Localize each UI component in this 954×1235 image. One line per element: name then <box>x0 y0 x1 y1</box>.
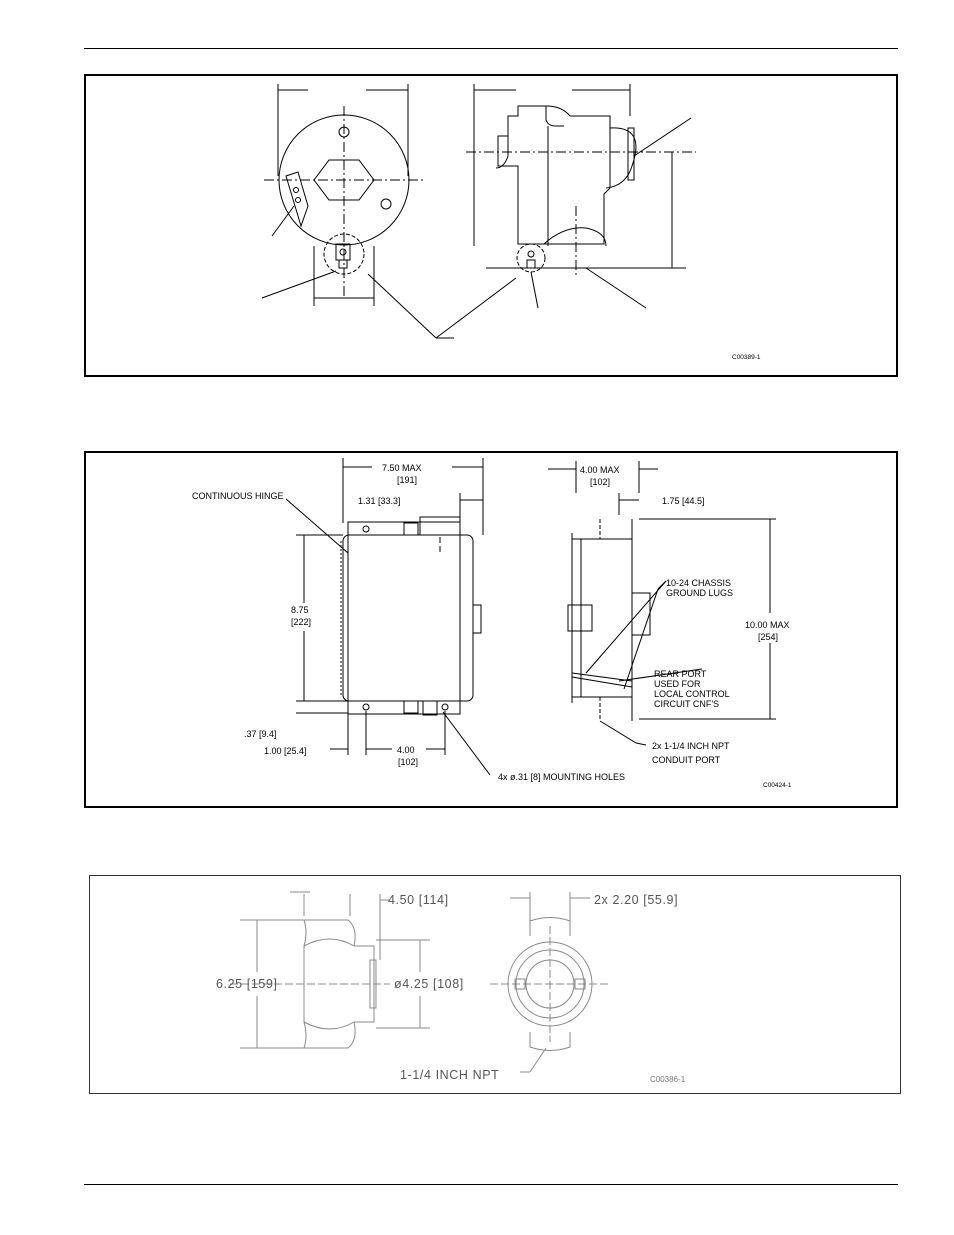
figure-3-code: C00386-1 <box>650 1075 686 1084</box>
fig2-depth-max: 4.00 MAX <box>580 465 620 475</box>
fig2-width-max-mm: [191] <box>397 475 417 485</box>
fig2-rear-port-2: USED FOR <box>654 679 701 689</box>
fig2-continuous-hinge: CONTINUOUS HINGE <box>192 491 284 501</box>
fig2-width-max: 7.50 MAX <box>382 463 422 473</box>
fig2-conduit-2: CONDUIT PORT <box>652 755 721 765</box>
fig2-dim-400: 4.00 <box>397 745 415 755</box>
fig2-offset-131: 1.31 [33.3] <box>358 496 401 506</box>
figure-3-frame: 4.50 [114] 2x 2.20 [55.9] 6.25 [159] ø4.… <box>89 875 901 1094</box>
fig2-depth-max-mm: [102] <box>590 477 610 487</box>
figure-1-frame: C00389-1 <box>84 74 898 377</box>
fig2-conduit-1: 2x 1-1/4 INCH NPT <box>652 741 730 751</box>
figure-1-drawing: C00389-1 <box>261 84 761 361</box>
figure-3-drawing: 4.50 [114] 2x 2.20 [55.9] 6.25 [159] ø4.… <box>216 891 686 1084</box>
fig2-rear-port-4: CIRCUIT CNF'S <box>654 699 719 709</box>
fig3-dim-220: 2x 2.20 [55.9] <box>594 893 678 907</box>
figure-2-code: C00424-1 <box>763 782 792 789</box>
figure-2-frame: 7.50 MAX [191] 1.31 [33.3] CONTINUOUS HI… <box>84 451 898 808</box>
fig3-dim-450: 4.50 [114] <box>388 893 449 907</box>
fig3-npt: 1-1/4 INCH NPT <box>400 1068 499 1082</box>
fig2-height-max-mm: [254] <box>758 632 778 642</box>
fig2-dim-100: 1.00 [25.4] <box>264 746 307 756</box>
fig2-mounting-holes: 4x ø.31 [8] MOUNTING HOLES <box>498 772 625 782</box>
header-rule <box>84 48 898 49</box>
fig2-rear-port-3: LOCAL CONTROL <box>654 689 730 699</box>
fig2-height-875: 8.75 <box>291 605 309 615</box>
fig2-dim-400-mm: [102] <box>398 757 418 767</box>
fig2-height-875-mm: [222] <box>291 617 311 627</box>
fig2-ground-lugs-1: 10-24 CHASSIS <box>666 578 731 588</box>
fig2-rear-port-1: REAR PORT <box>654 669 707 679</box>
fig2-ground-lugs-2: GROUND LUGS <box>666 588 733 598</box>
fig3-dim-425: ø4.25 [108] <box>394 977 464 991</box>
fig3-dim-625: 6.25 [159] <box>216 977 278 991</box>
fig2-dim-037: .37 [9.4] <box>244 729 277 739</box>
fig2-height-max: 10.00 MAX <box>745 620 790 630</box>
figure-1-code: C00389-1 <box>732 354 761 361</box>
figure-2-drawing: 7.50 MAX [191] 1.31 [33.3] CONTINUOUS HI… <box>192 458 792 789</box>
footer-rule <box>84 1184 898 1185</box>
fig2-dim-175: 1.75 [44.5] <box>662 496 705 506</box>
